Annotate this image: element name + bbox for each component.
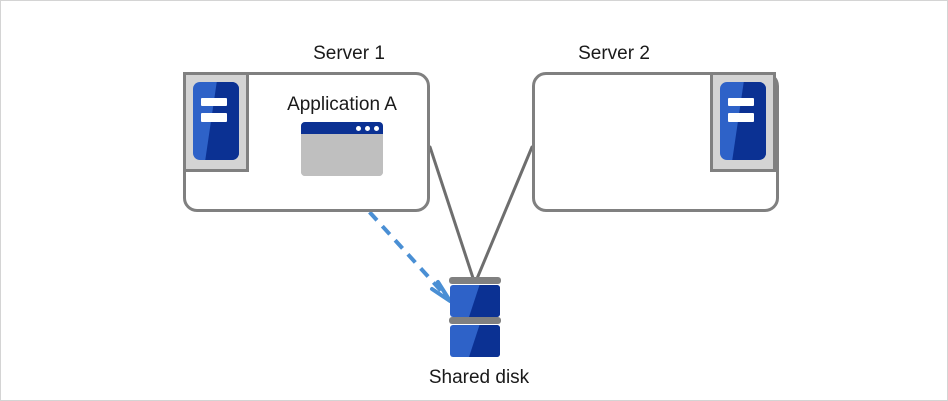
disk-platter — [450, 325, 500, 357]
server-1-title: Server 1 — [313, 43, 385, 64]
connector-server1-to-disk — [428, 145, 476, 283]
application-window-icon[interactable] — [301, 122, 383, 176]
shared-disk-icon[interactable] — [449, 277, 501, 358]
shared-disk-label: Shared disk — [428, 367, 530, 388]
server-slot-bar — [201, 113, 227, 122]
server-icon — [710, 72, 776, 172]
disk-platter-shade — [469, 325, 500, 357]
application-a-label: Application A — [287, 94, 397, 115]
disk-platter-shade — [469, 285, 500, 317]
application-window-body — [301, 134, 383, 176]
window-dot-icon — [356, 125, 361, 131]
server-slot-bar — [201, 97, 227, 107]
server-2-title: Server 2 — [578, 43, 650, 64]
connector-server2-to-disk — [474, 145, 534, 283]
application-window-titlebar — [301, 122, 383, 134]
window-dot-icon — [374, 125, 379, 131]
server-chassis — [193, 82, 239, 160]
server-icon — [183, 72, 249, 172]
disk-separator-bar — [449, 317, 501, 324]
server-slot-bar — [728, 97, 754, 107]
disk-platter — [450, 285, 500, 317]
window-dot-icon — [365, 125, 370, 131]
access-arrow-head-icon — [430, 280, 452, 303]
server-chassis — [720, 82, 766, 160]
disk-separator-bar — [449, 277, 501, 284]
server-slot-bar — [728, 113, 754, 122]
